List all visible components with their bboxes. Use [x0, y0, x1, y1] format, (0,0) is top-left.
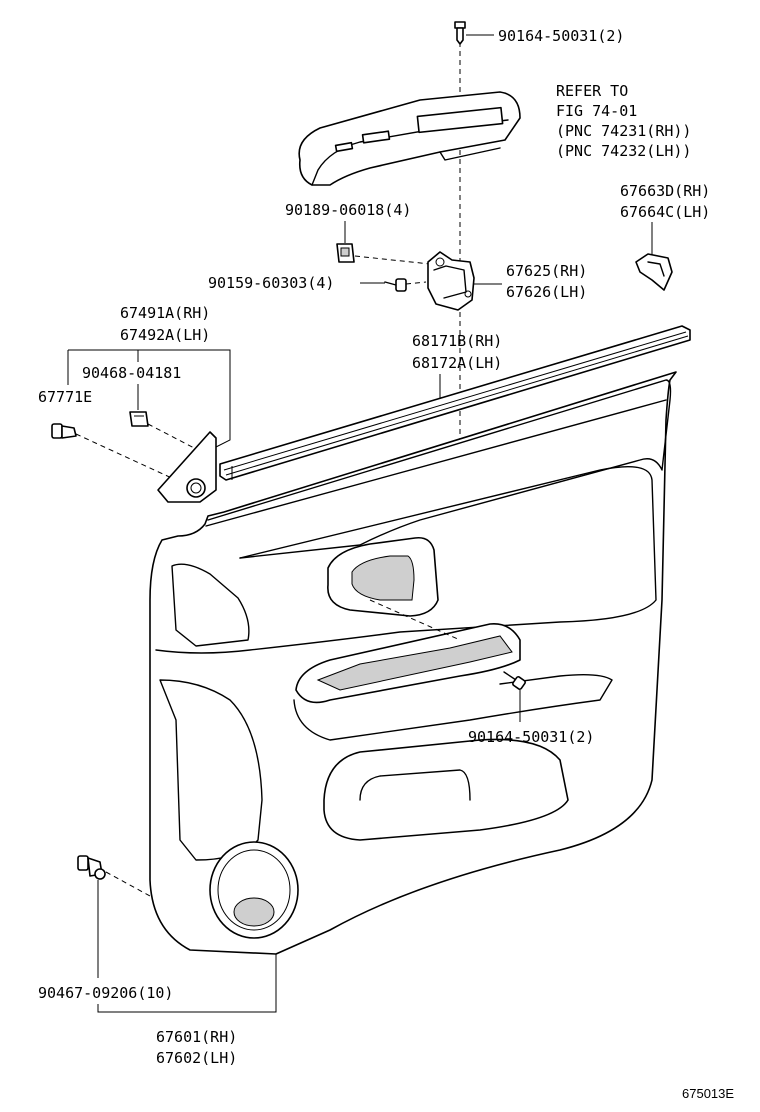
label-refer-3: (PNC 74231(RH)) [556, 122, 691, 140]
dash-handle-to-switch [369, 599, 461, 641]
clip-90189-icon [336, 243, 355, 263]
label-clip-90468: 90468-04181 [82, 364, 181, 382]
leader-garnish-bracket [68, 349, 231, 449]
screw-top-icon [454, 21, 466, 45]
clip-67771-icon [51, 423, 77, 439]
label-bracket-rh: 67625(RH) [506, 262, 587, 280]
label-panel-lh: 67602(LH) [156, 1049, 237, 1067]
label-cover-rh: 67663D(RH) [620, 182, 710, 200]
switch-base-part [298, 91, 521, 186]
bracket-part [427, 251, 475, 311]
screw-90159-icon [384, 278, 407, 292]
label-refer-2: FIG 74-01 [556, 102, 637, 120]
cover-part [635, 253, 673, 291]
dash-screw-to-bracket [405, 281, 427, 285]
label-clip-90189: 90189-06018(4) [285, 201, 411, 219]
dash-clip-to-bracket [354, 255, 431, 265]
dash-90468-to-garnish [147, 423, 199, 451]
label-panel-rh: 67601(RH) [156, 1028, 237, 1046]
label-screw-90159: 90159-60303(4) [208, 274, 334, 292]
figure-id: 675013E [682, 1086, 734, 1101]
garnish-part [157, 431, 217, 503]
label-refer-1: REFER TO [556, 82, 628, 100]
dash-67771-to-garnish [75, 433, 177, 481]
screw-mid-icon [503, 671, 526, 690]
leader-panel [97, 954, 277, 1013]
label-cover-lh: 67664C(LH) [620, 203, 710, 221]
clip-90468-icon [129, 411, 149, 427]
dash-90467-to-panel [105, 871, 151, 897]
label-garnish-rh: 67491A(RH) [120, 304, 210, 322]
label-screw-mid: 90164-50031(2) [468, 728, 594, 746]
label-weather-lh: 68172A(LH) [412, 354, 502, 372]
label-garnish-lh: 67492A(LH) [120, 326, 210, 344]
door-trim-panel-part [149, 371, 677, 955]
label-refer-4: (PNC 74232(LH)) [556, 142, 691, 160]
label-screw-top: 90164-50031(2) [498, 27, 624, 45]
label-clip-67771: 67771E [38, 388, 92, 406]
weatherstrip-part [219, 325, 691, 481]
clip-90467-icon [77, 855, 106, 880]
label-weather-rh: 68171B(RH) [412, 332, 502, 350]
label-clip-90467: 90467-09206(10) [38, 984, 173, 1002]
label-bracket-lh: 67626(LH) [506, 283, 587, 301]
